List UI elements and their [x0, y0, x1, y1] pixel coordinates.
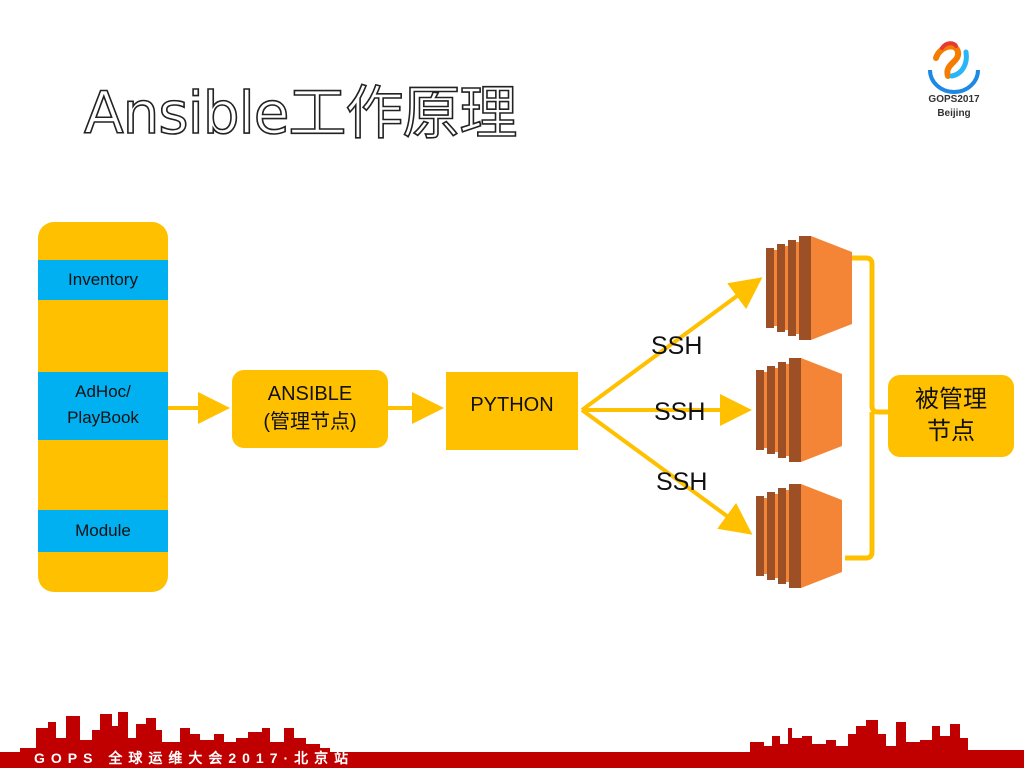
inventory-label: Inventory	[38, 260, 168, 300]
ssh-label-middle: SSH	[654, 398, 706, 426]
server-icon-top	[766, 236, 852, 340]
managed-node-line1: 被管理	[915, 386, 987, 413]
gops-logo-icon	[928, 41, 980, 94]
arrow-ssh-top	[580, 277, 763, 412]
bracket-managed	[845, 255, 888, 561]
managed-nodes-label: 被管理 节点	[888, 375, 1014, 457]
python-node-label: PYTHON	[470, 394, 554, 416]
footer-bar	[0, 752, 1024, 768]
server-icon-bottom	[756, 484, 842, 588]
arrow-ssh-bottom	[580, 408, 753, 535]
managed-node-line2: 节点	[927, 418, 975, 445]
server-icon-middle	[756, 358, 842, 462]
gops-logo: GOPS2017 Beijing	[922, 36, 986, 126]
component-stack: Inventory AdHoc/ PlayBook Module	[38, 222, 168, 592]
ssh-label-top: SSH	[651, 332, 703, 360]
playbook-text: PlayBook	[67, 408, 139, 427]
logo-text-line2: Beijing	[937, 108, 971, 119]
logo-text-line1: GOPS2017	[928, 94, 980, 105]
ansible-node-subtitle: (管理节点)	[263, 411, 357, 433]
ansible-node-title: ANSIBLE	[267, 383, 353, 405]
slide-title: Ansible工作原理	[83, 78, 518, 148]
adhoc-playbook-label: AdHoc/ PlayBook	[38, 372, 168, 440]
python-node: PYTHON	[446, 372, 578, 450]
module-label: Module	[38, 510, 168, 552]
ansible-control-node: ANSIBLE (管理节点)	[232, 370, 388, 448]
adhoc-text: AdHoc/	[75, 382, 131, 401]
footer-event-text: GOPS 全球运维大会2017·北京站	[34, 750, 355, 766]
ssh-label-bottom: SSH	[656, 468, 708, 496]
